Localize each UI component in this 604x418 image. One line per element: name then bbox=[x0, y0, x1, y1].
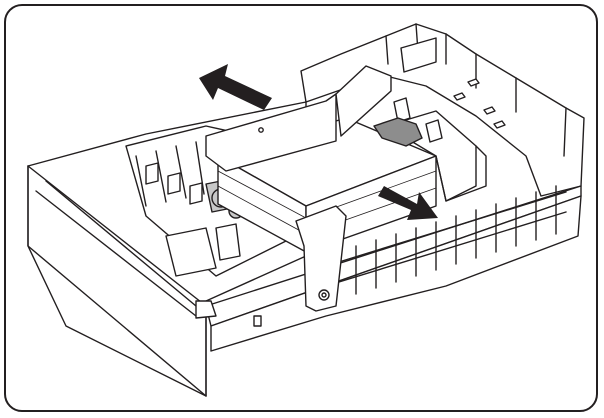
lower-side-guide bbox=[295, 205, 347, 312]
side-paper-guide bbox=[373, 97, 487, 202]
paper-tray-illustration bbox=[27, 23, 585, 397]
rear-paper-guide bbox=[205, 65, 392, 172]
slide-guide-back-arrow bbox=[199, 64, 272, 110]
slide-guide-side-arrow bbox=[378, 186, 438, 220]
tray-side-ribs bbox=[325, 185, 567, 302]
paper-guide-lever bbox=[373, 117, 423, 147]
illustration-frame bbox=[4, 4, 598, 412]
tray-latch bbox=[253, 315, 262, 327]
